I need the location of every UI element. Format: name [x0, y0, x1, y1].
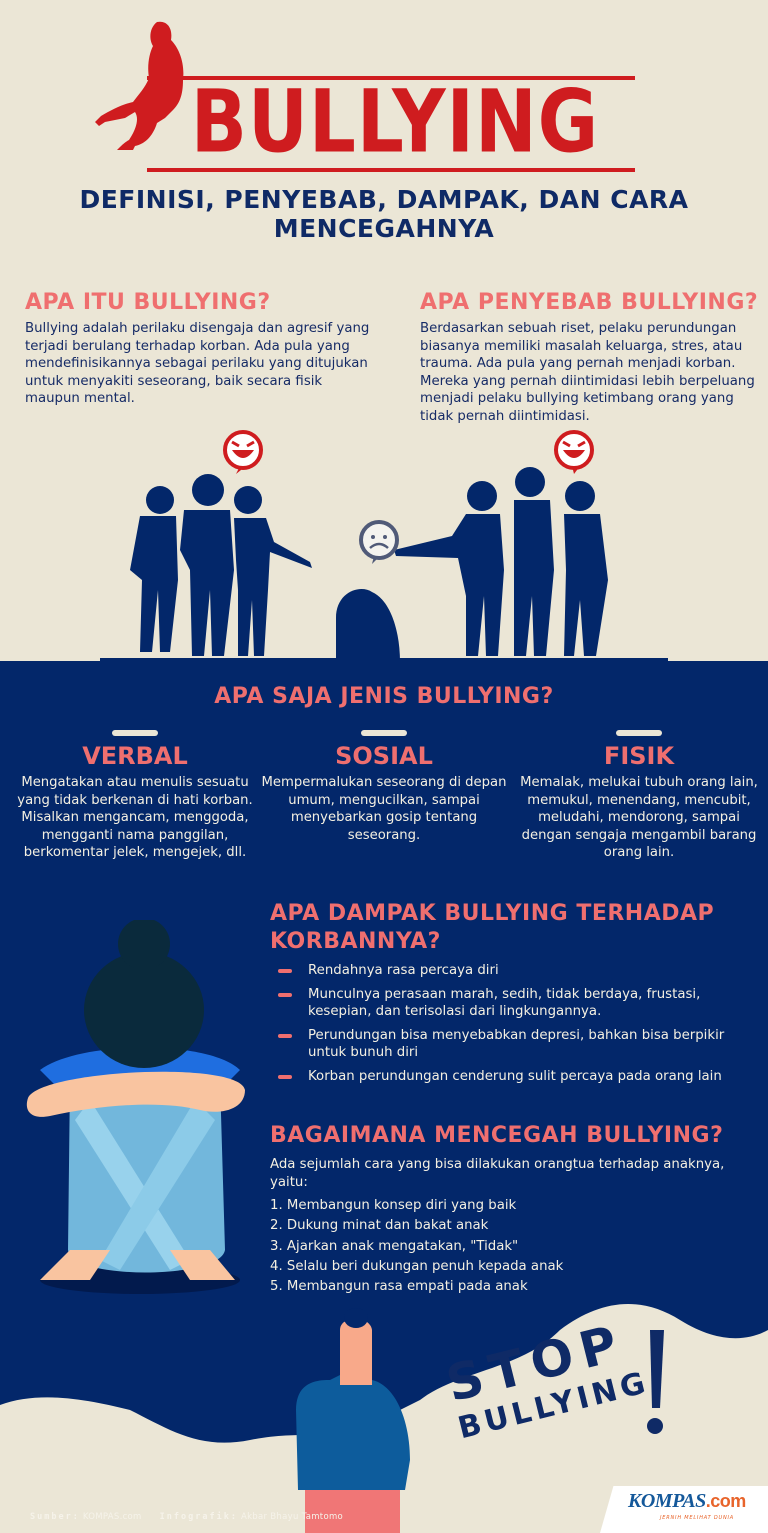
- section-heading: APA DAMPAK BULLYING TERHADAP KORBANNYA?: [270, 901, 715, 954]
- jenis-heading: APA SAJA JENIS BULLYING?: [214, 684, 554, 709]
- infographic-value: Akbar Bhayu Tamtomo: [240, 1512, 344, 1522]
- jenis-card-fisik: FISIK Memalak, melukai tubuh orang lain,…: [514, 730, 764, 862]
- dash-bullet-icon: [278, 1074, 292, 1079]
- list-item: 1. Membangun konsep diri yang baik: [270, 1198, 517, 1213]
- dash-bullet-icon: [278, 969, 292, 973]
- credits: Sumber: KOMPAS.com Infografik: Akbar Bha…: [30, 1512, 343, 1522]
- list-item: Korban perundungan cenderung sulit perca…: [270, 1068, 750, 1086]
- section-body: Berdasarkan sebuah riset, pelaku perundu…: [420, 321, 755, 424]
- bottom-wave-shape: [0, 1303, 768, 1533]
- cegah-list: 1. Membangun konsep diri yang baik 2. Du…: [270, 1197, 750, 1296]
- title-top-rule: [147, 76, 635, 80]
- sad-girl-illustration: [26, 920, 246, 1294]
- list-item: 3. Ajarkan anak mengatakan, "Tidak": [270, 1238, 519, 1254]
- dash-bullet-icon: [278, 992, 292, 997]
- dampak-list: Rendahnya rasa percaya diri Munculnya pe…: [270, 962, 750, 1085]
- decorative-bar: [112, 730, 158, 736]
- evil-grin-icon: [554, 430, 594, 474]
- section-dampak: APA DAMPAK BULLYING TERHADAP KORBANNYA? …: [270, 900, 750, 1091]
- logo-tagline: JERNIH MELIHAT DUNIA: [660, 1515, 735, 1521]
- section-body: Bullying adalah perilaku disengaja dan a…: [25, 321, 370, 406]
- section-apa-itu: APA ITU BULLYING? Bullying adalah perila…: [25, 290, 375, 408]
- kompas-logo[interactable]: KOMPAS.com: [628, 1490, 746, 1512]
- jenis-body: Mempermalukan seseorang di depan umum, m…: [261, 775, 507, 843]
- sitting-person-silhouette-icon: [95, 21, 184, 151]
- dash-bullet-icon: [278, 1033, 292, 1038]
- section-penyebab: APA PENYEBAB BULLYING? Berdasarkan sebua…: [420, 290, 760, 425]
- list-item: 4. Selalu beri dukungan penuh kepada ana…: [270, 1258, 564, 1274]
- jenis-card-verbal: VERBAL Mengatakan atau menulis sesuatu y…: [10, 730, 260, 862]
- exclamation-icon: [647, 1330, 664, 1434]
- cegah-intro: Ada sejumlah cara yang bisa dilakukan or…: [270, 1157, 725, 1190]
- source-label: Sumber:: [30, 1512, 80, 1522]
- jenis-card-sosial: SOSIAL Mempermalukan seseorang di depan …: [259, 730, 509, 844]
- decorative-bar: [616, 730, 662, 736]
- page-title: BULLYING: [190, 72, 600, 173]
- infographic-label: Infografik:: [159, 1512, 238, 1522]
- jenis-title: FISIK: [603, 742, 675, 770]
- evil-grin-icon: [223, 430, 263, 474]
- list-item: 5. Membangun rasa empati pada anak: [270, 1279, 528, 1295]
- section-cegah: BAGAIMANA MENCEGAH BULLYING? Ada sejumla…: [270, 1123, 750, 1298]
- page-subtitle: DEFINISI, PENYEBAB, DAMPAK, DAN CARA MEN…: [79, 185, 689, 243]
- list-item: Munculnya perasaan marah, sedih, tidak b…: [270, 986, 750, 1021]
- title-bottom-rule: [147, 168, 635, 172]
- standing-figure-illustration: [296, 1308, 410, 1533]
- jenis-title: SOSIAL: [335, 742, 433, 770]
- list-item: 2. Dukung minat dan bakat anak: [270, 1218, 489, 1234]
- sad-face-icon: [359, 520, 399, 564]
- jenis-body: Memalak, melukai tubuh orang lain, memuk…: [520, 775, 758, 860]
- decorative-bar: [361, 730, 407, 736]
- jenis-body: Mengatakan atau menulis sesuatu yang tid…: [17, 775, 253, 860]
- jenis-title: VERBAL: [82, 742, 188, 770]
- list-item: Perundungan bisa menyebabkan depresi, ba…: [270, 1027, 750, 1062]
- section-heading: APA PENYEBAB BULLYING?: [420, 290, 759, 315]
- list-item: Rendahnya rasa percaya diri: [270, 962, 750, 980]
- section-heading: BAGAIMANA MENCEGAH BULLYING?: [270, 1123, 724, 1148]
- section-heading: APA ITU BULLYING?: [25, 290, 271, 315]
- bullying-crowd-illustration: [100, 430, 668, 665]
- logo-panel: [600, 1486, 768, 1533]
- source-value: KOMPAS.com: [82, 1512, 142, 1522]
